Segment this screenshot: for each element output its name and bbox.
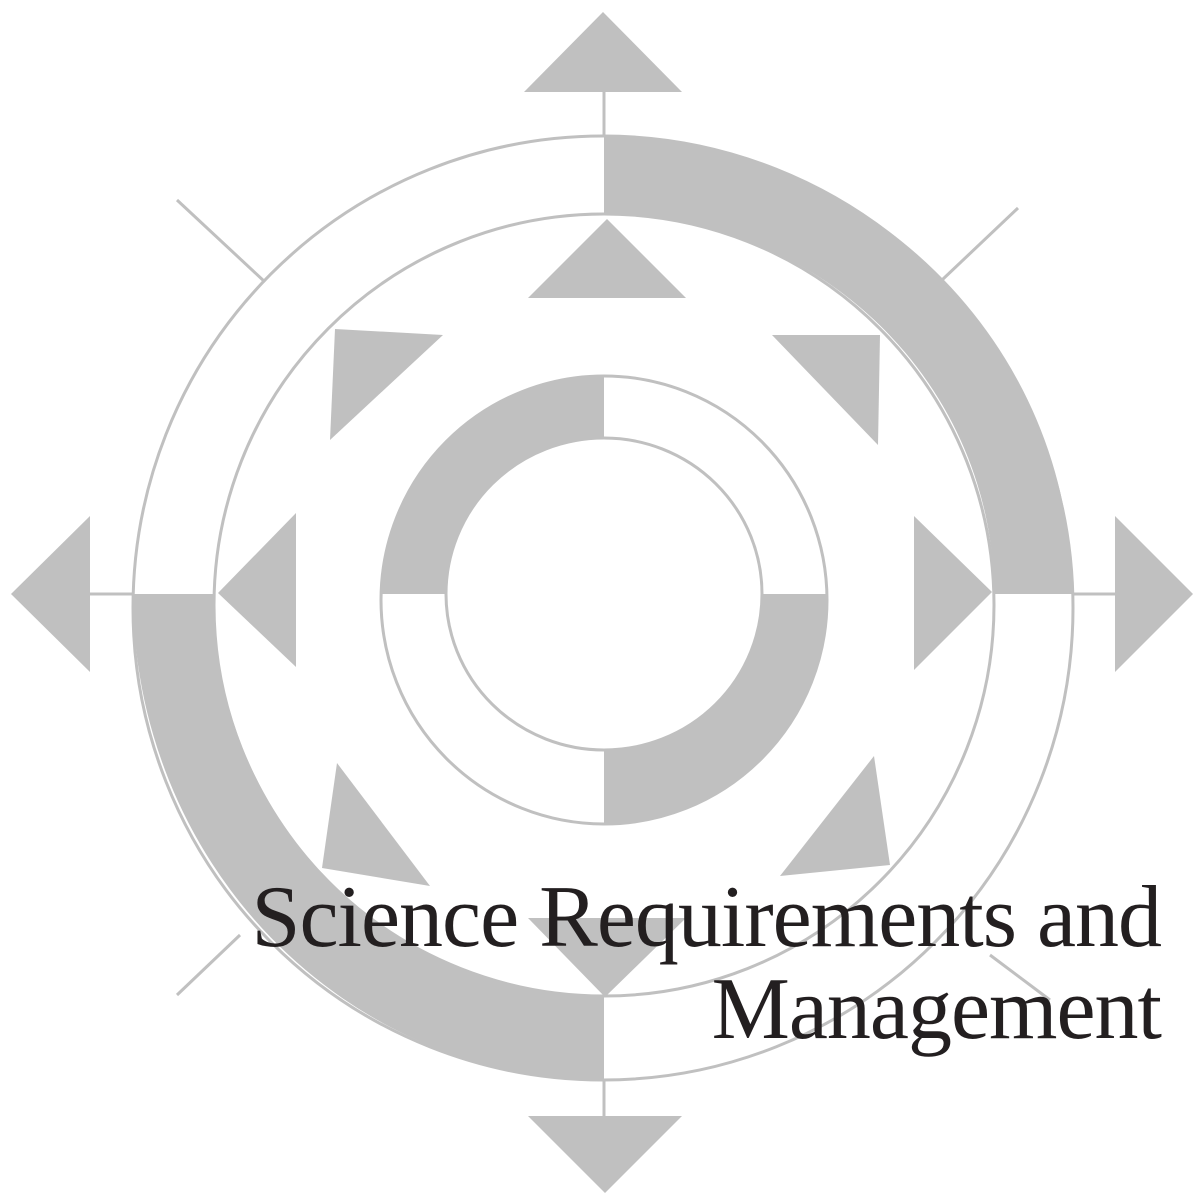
diagonal-line-se [989, 953, 1051, 1002]
inner-arrows [218, 219, 992, 997]
inner-arrow-nw-icon [330, 329, 443, 440]
inner-band-nw [381, 377, 604, 594]
diagonal-line-ne [940, 206, 1020, 282]
inner-core-circle [444, 436, 764, 752]
diagonal-guide-lines [175, 198, 1051, 1002]
arrow-right-icon [1115, 516, 1193, 672]
inner-arrow-north-icon [528, 219, 686, 298]
diagonal-line-sw [175, 933, 242, 997]
middle-ring-circle [212, 212, 996, 998]
axis-stems [90, 92, 1115, 1116]
diagonal-line-nw [175, 198, 267, 284]
inner-arrow-south-icon [528, 918, 686, 997]
inner-ring-bands [381, 377, 828, 824]
outer-band-ne [604, 137, 1072, 594]
inner-arrow-sw-icon [322, 763, 430, 886]
inner-ring-outlines [379, 374, 829, 826]
arrow-down-icon [528, 1116, 682, 1193]
inner-arrow-se-icon [780, 756, 890, 876]
arrow-left-icon [11, 516, 90, 672]
inner-arrow-west-icon [218, 513, 296, 667]
inner-band-se [604, 594, 828, 824]
inner-arrow-ne-icon [772, 335, 880, 445]
inner-outer-circle [379, 374, 829, 826]
title-line-1: Science Requirements and [251, 869, 1162, 966]
outer-arrows [11, 12, 1193, 1193]
inner-arrow-east-icon [914, 516, 992, 670]
title-line-2: Management [711, 961, 1162, 1058]
arrow-up-icon [524, 12, 682, 92]
outer-band-sw [133, 594, 604, 1080]
outer-ring-bands [133, 137, 1072, 1080]
page-title: Science Requirements and Management [251, 869, 1162, 1058]
